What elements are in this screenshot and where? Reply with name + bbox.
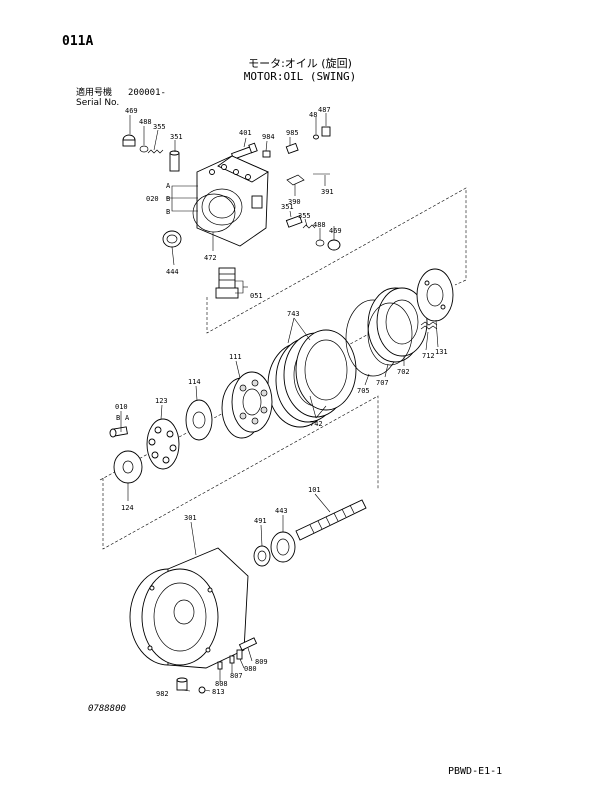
part-444-bearing — [162, 230, 182, 248]
part-351-plunger-left — [169, 150, 180, 172]
part-390-block — [286, 174, 305, 186]
callout-020: 020 — [146, 195, 159, 203]
callout-469: 469 — [125, 107, 138, 115]
title-japanese: モータ:オイル (旋回) — [248, 57, 352, 70]
part-707-oring — [367, 302, 413, 366]
part-488-oring-left — [139, 145, 149, 153]
callout-labels: 469 488 355 351 401 984 985 487 48 020 A… — [115, 106, 448, 698]
callout-712: 712 — [422, 352, 435, 360]
part-48-oring — [313, 134, 319, 140]
callout-124: 124 — [121, 504, 134, 512]
callout-a: A — [125, 414, 130, 422]
callout-301: 301 — [184, 514, 197, 522]
callout-491: 491 — [254, 517, 267, 525]
callout-807: 807 — [230, 672, 243, 680]
callout-b: B — [116, 414, 120, 422]
callout-123: 123 — [155, 397, 168, 405]
page-reference: PBWD-E1-1 — [448, 766, 503, 777]
callout-351: 351 — [281, 203, 294, 211]
callout-101: 101 — [308, 486, 321, 494]
serial-block: 適用号機 Serial No. 200001- — [76, 88, 166, 108]
serial-label-jp: 適用号機 — [76, 88, 113, 98]
callout-351: 351 — [170, 133, 183, 141]
part-101-drive-shaft — [295, 499, 367, 541]
part-984-plug — [262, 150, 271, 158]
part-124-shoe-plate — [113, 450, 143, 484]
part-131-valve-plate — [416, 268, 454, 322]
callout-472: 472 — [204, 254, 217, 262]
callout-469: 469 — [329, 227, 342, 235]
part-487-plug — [321, 126, 331, 137]
callout-808: 808 — [215, 680, 228, 688]
callout-743: 743 — [287, 310, 300, 318]
callout-111: 111 — [229, 353, 242, 361]
part-123-retainer-plate — [146, 418, 180, 470]
part-351-plunger-right — [285, 215, 303, 228]
part-469-plug-left — [122, 134, 136, 147]
part-742-friction-plates — [295, 329, 357, 411]
callout-355: 355 — [298, 212, 311, 220]
callout-982: 982 — [156, 690, 169, 698]
part-010-piston-assembly — [109, 426, 128, 438]
callout-702: 702 — [397, 368, 410, 376]
part-080-fitting — [236, 649, 243, 660]
callout-742: 742 — [310, 420, 323, 428]
part-985-plug — [285, 142, 299, 155]
part-491-oil-seal — [253, 545, 271, 567]
callout-131: 131 — [435, 348, 448, 356]
callout-985: 985 — [286, 129, 299, 137]
callout-809: 809 — [255, 658, 268, 666]
part-702-brake-piston — [367, 287, 428, 363]
callout-355: 355 — [153, 123, 166, 131]
part-355-spring-right — [302, 224, 316, 229]
callout-b: B — [166, 208, 170, 216]
callout-488: 488 — [139, 118, 152, 126]
part-443-bearing — [270, 531, 296, 563]
page-code: 011A — [62, 34, 94, 49]
callout-391: 391 — [321, 188, 334, 196]
title-english: MOTOR:OIL (SWING) — [243, 70, 357, 83]
callout-b: B — [166, 195, 170, 203]
part-401-bolt — [231, 142, 258, 160]
serial-label-en: Serial No. — [76, 98, 120, 108]
part-469-plug-right — [327, 239, 341, 251]
part-808-plug — [217, 661, 223, 670]
callout-48: 48 — [309, 111, 317, 119]
part-809-plug — [238, 637, 258, 651]
callout-051: 051 — [250, 292, 263, 300]
part-807-plug — [229, 655, 235, 664]
callout-080: 080 — [244, 665, 257, 673]
part-114-spring-plate — [185, 399, 213, 441]
callout-487: 487 — [318, 106, 331, 114]
callout-705: 705 — [357, 387, 370, 395]
drawing-number: 0788800 — [88, 704, 126, 714]
part-355-spring-left — [147, 149, 164, 154]
part-712-spring — [420, 321, 438, 330]
part-301-motor-housing — [129, 547, 249, 669]
leader-lines — [120, 113, 439, 692]
callout-401: 401 — [239, 129, 252, 137]
callout-984: 984 — [262, 133, 275, 141]
callout-488: 488 — [313, 221, 326, 229]
part-982-plug — [176, 677, 188, 691]
part-488-oring-right — [315, 239, 325, 247]
callout-707: 707 — [376, 379, 389, 387]
serial-value: 200001- — [128, 88, 166, 98]
callout-a: A — [166, 182, 171, 190]
part-valve-casing — [196, 155, 269, 247]
part-051-relief-valve — [215, 267, 239, 299]
callout-114: 114 — [188, 378, 201, 386]
assembly-dashed-outline-upper — [206, 187, 467, 334]
callout-444: 444 — [166, 268, 179, 276]
part-472-oring — [192, 193, 236, 233]
part-813-plug — [198, 686, 206, 694]
part-111-cylinder-block — [221, 371, 273, 439]
assembly-dashed-outline-middle — [102, 395, 379, 550]
callout-010: 010 — [115, 403, 128, 411]
callout-390: 390 — [288, 198, 301, 206]
callout-813: 813 — [212, 688, 225, 696]
callout-443: 443 — [275, 507, 288, 515]
